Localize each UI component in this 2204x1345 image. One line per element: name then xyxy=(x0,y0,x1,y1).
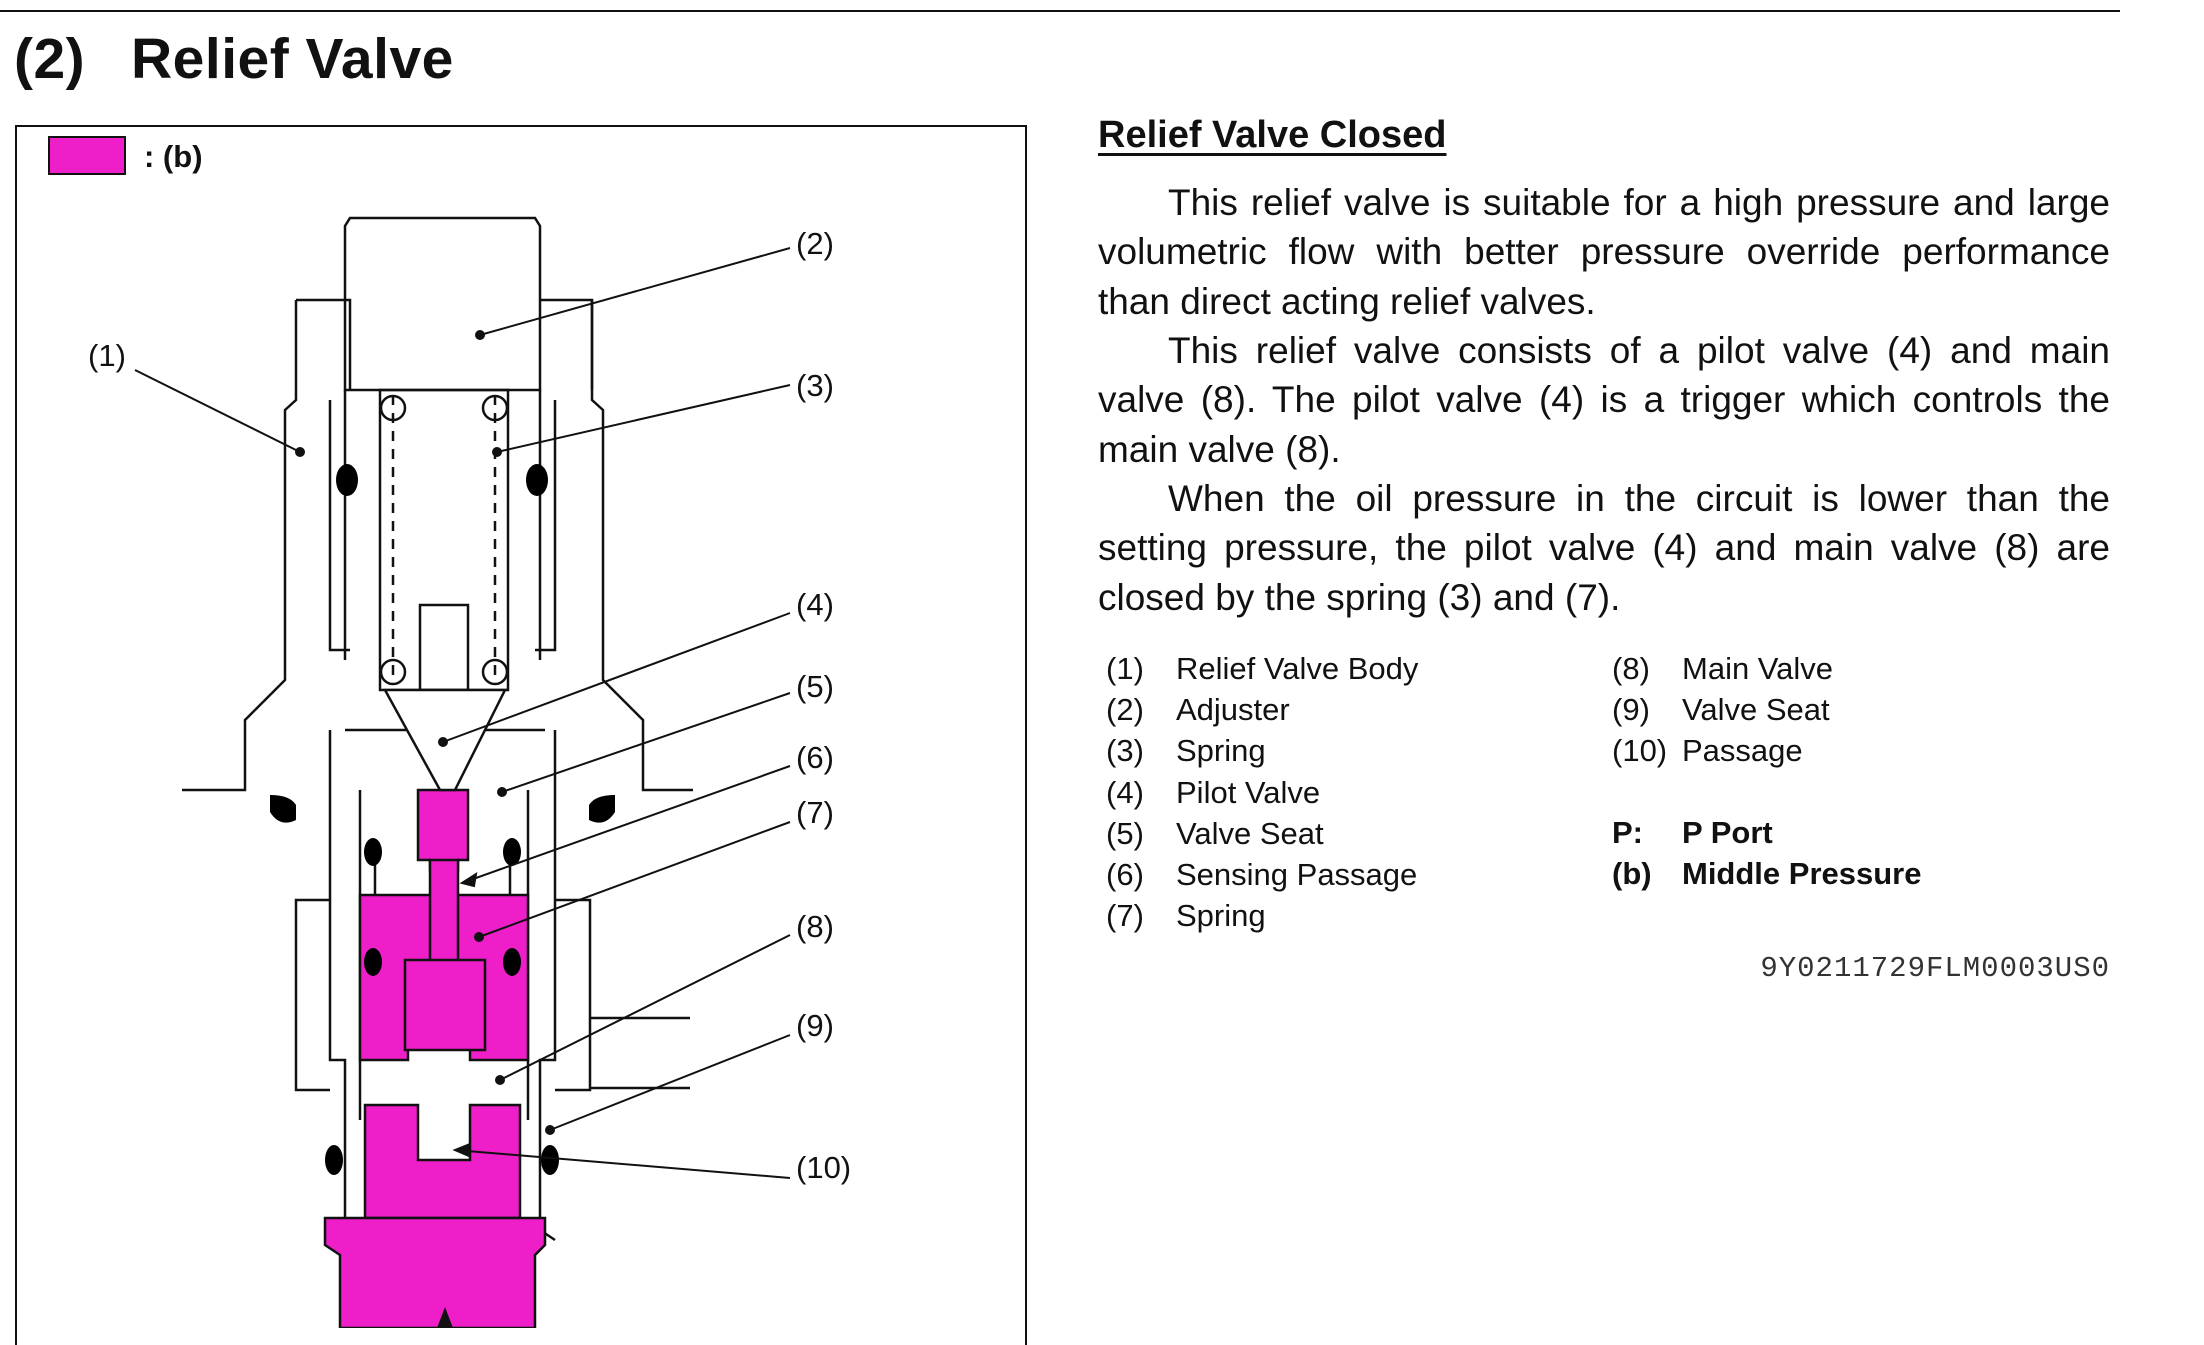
figure-frame xyxy=(15,125,1027,1345)
paragraph-1: This relief valve is suitable for a high… xyxy=(1098,178,2110,326)
callout-5: (5) xyxy=(796,669,834,704)
callout-4: (4) xyxy=(796,587,834,622)
part-item: (6)Sensing Passage xyxy=(1106,857,1418,893)
paragraph-3: When the oil pressure in the circuit is … xyxy=(1098,474,2110,622)
part-item: (8)Main Valve xyxy=(1612,651,1834,686)
part-item: (2)Adjuster xyxy=(1106,692,1290,728)
legend-label: : (b) xyxy=(144,139,203,174)
part-item: (1)Relief Valve Body xyxy=(1106,651,1419,686)
abbreviation-item: P:P Port xyxy=(1612,815,1773,850)
callout-6: (6) xyxy=(796,740,834,775)
paragraph-2-text: This relief valve consists of a pilot va… xyxy=(1098,330,2110,470)
callout-3: (3) xyxy=(796,368,834,403)
paragraph-1-text: This relief valve is suitable for a high… xyxy=(1098,182,2110,322)
document-code: 9Y0211729FLM0003US0 xyxy=(1760,952,2110,985)
part-item: (10)Passage xyxy=(1612,733,1803,769)
abbreviation-list: P:P Port (b)Middle Pressure xyxy=(1612,812,1921,894)
section-title: Relief Valve xyxy=(131,27,454,91)
parts-list-right: (8)Main Valve (9)Valve Seat (10)Passage xyxy=(1612,648,1833,772)
callout-7: (7) xyxy=(796,795,834,830)
paragraph-3-text: When the oil pressure in the circuit is … xyxy=(1098,478,2110,618)
part-item: (9)Valve Seat xyxy=(1612,692,1830,728)
section-heading: Relief Valve Closed xyxy=(1098,114,1447,156)
part-item: (5)Valve Seat xyxy=(1106,815,1324,851)
relief-valve-diagram: (2) (1) (3) (4) (5) (6) (7) (8) (9) (10) xyxy=(88,216,851,1328)
callout-1: (1) xyxy=(88,338,126,373)
abbreviation-item: (b)Middle Pressure xyxy=(1612,856,1922,892)
section-number: (2) xyxy=(14,27,86,91)
page-title: (2) Relief Valve xyxy=(14,26,454,92)
part-item: (3)Spring xyxy=(1106,733,1266,769)
callout-9: (9) xyxy=(796,1008,834,1043)
middle-pressure-swatch xyxy=(48,136,126,175)
part-item: (7)Spring xyxy=(1106,898,1266,934)
top-rule xyxy=(0,10,2120,12)
paragraph-2: This relief valve consists of a pilot va… xyxy=(1098,326,2110,474)
callout-8: (8) xyxy=(796,909,834,944)
callout-2: (2) xyxy=(796,226,834,261)
callout-10: (10) xyxy=(796,1150,851,1185)
part-item: (4)Pilot Valve xyxy=(1106,774,1321,810)
parts-list-left: (1)Relief Valve Body (2)Adjuster (3)Spri… xyxy=(1106,648,1418,936)
